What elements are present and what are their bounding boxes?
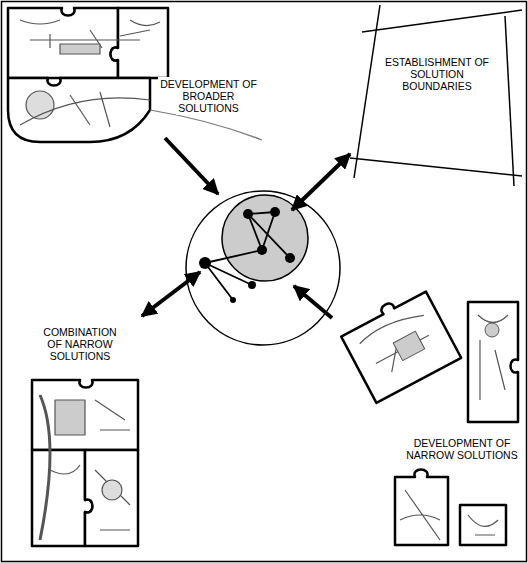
boundary-lines (350, 5, 522, 186)
stage-label: COMBINATION OF NARROW SOLUTIONS (37, 326, 123, 362)
label-text: COMBINATION OF NARROW SOLUTIONS (41, 325, 118, 363)
puzzle-combined (32, 380, 138, 546)
puzzle-broad (8, 8, 262, 142)
central-network (186, 191, 340, 345)
label-text: DEVELOPMENT OF NARROW SOLUTIONS (404, 436, 519, 462)
stage-label: DEVELOPMENT OF BROADER SOLUTIONS (156, 78, 261, 114)
flow-arrows (142, 138, 350, 318)
stage-label: DEVELOPMENT OF NARROW SOLUTIONS (401, 437, 523, 461)
label-text: ESTABLISHMENT OF SOLUTION BOUNDARIES (383, 55, 491, 93)
stage-label: ESTABLISHMENT OF SOLUTION BOUNDARIES (378, 56, 496, 92)
puzzle-narrow (338, 285, 518, 545)
label-text: DEVELOPMENT OF BROADER SOLUTIONS (158, 77, 259, 115)
